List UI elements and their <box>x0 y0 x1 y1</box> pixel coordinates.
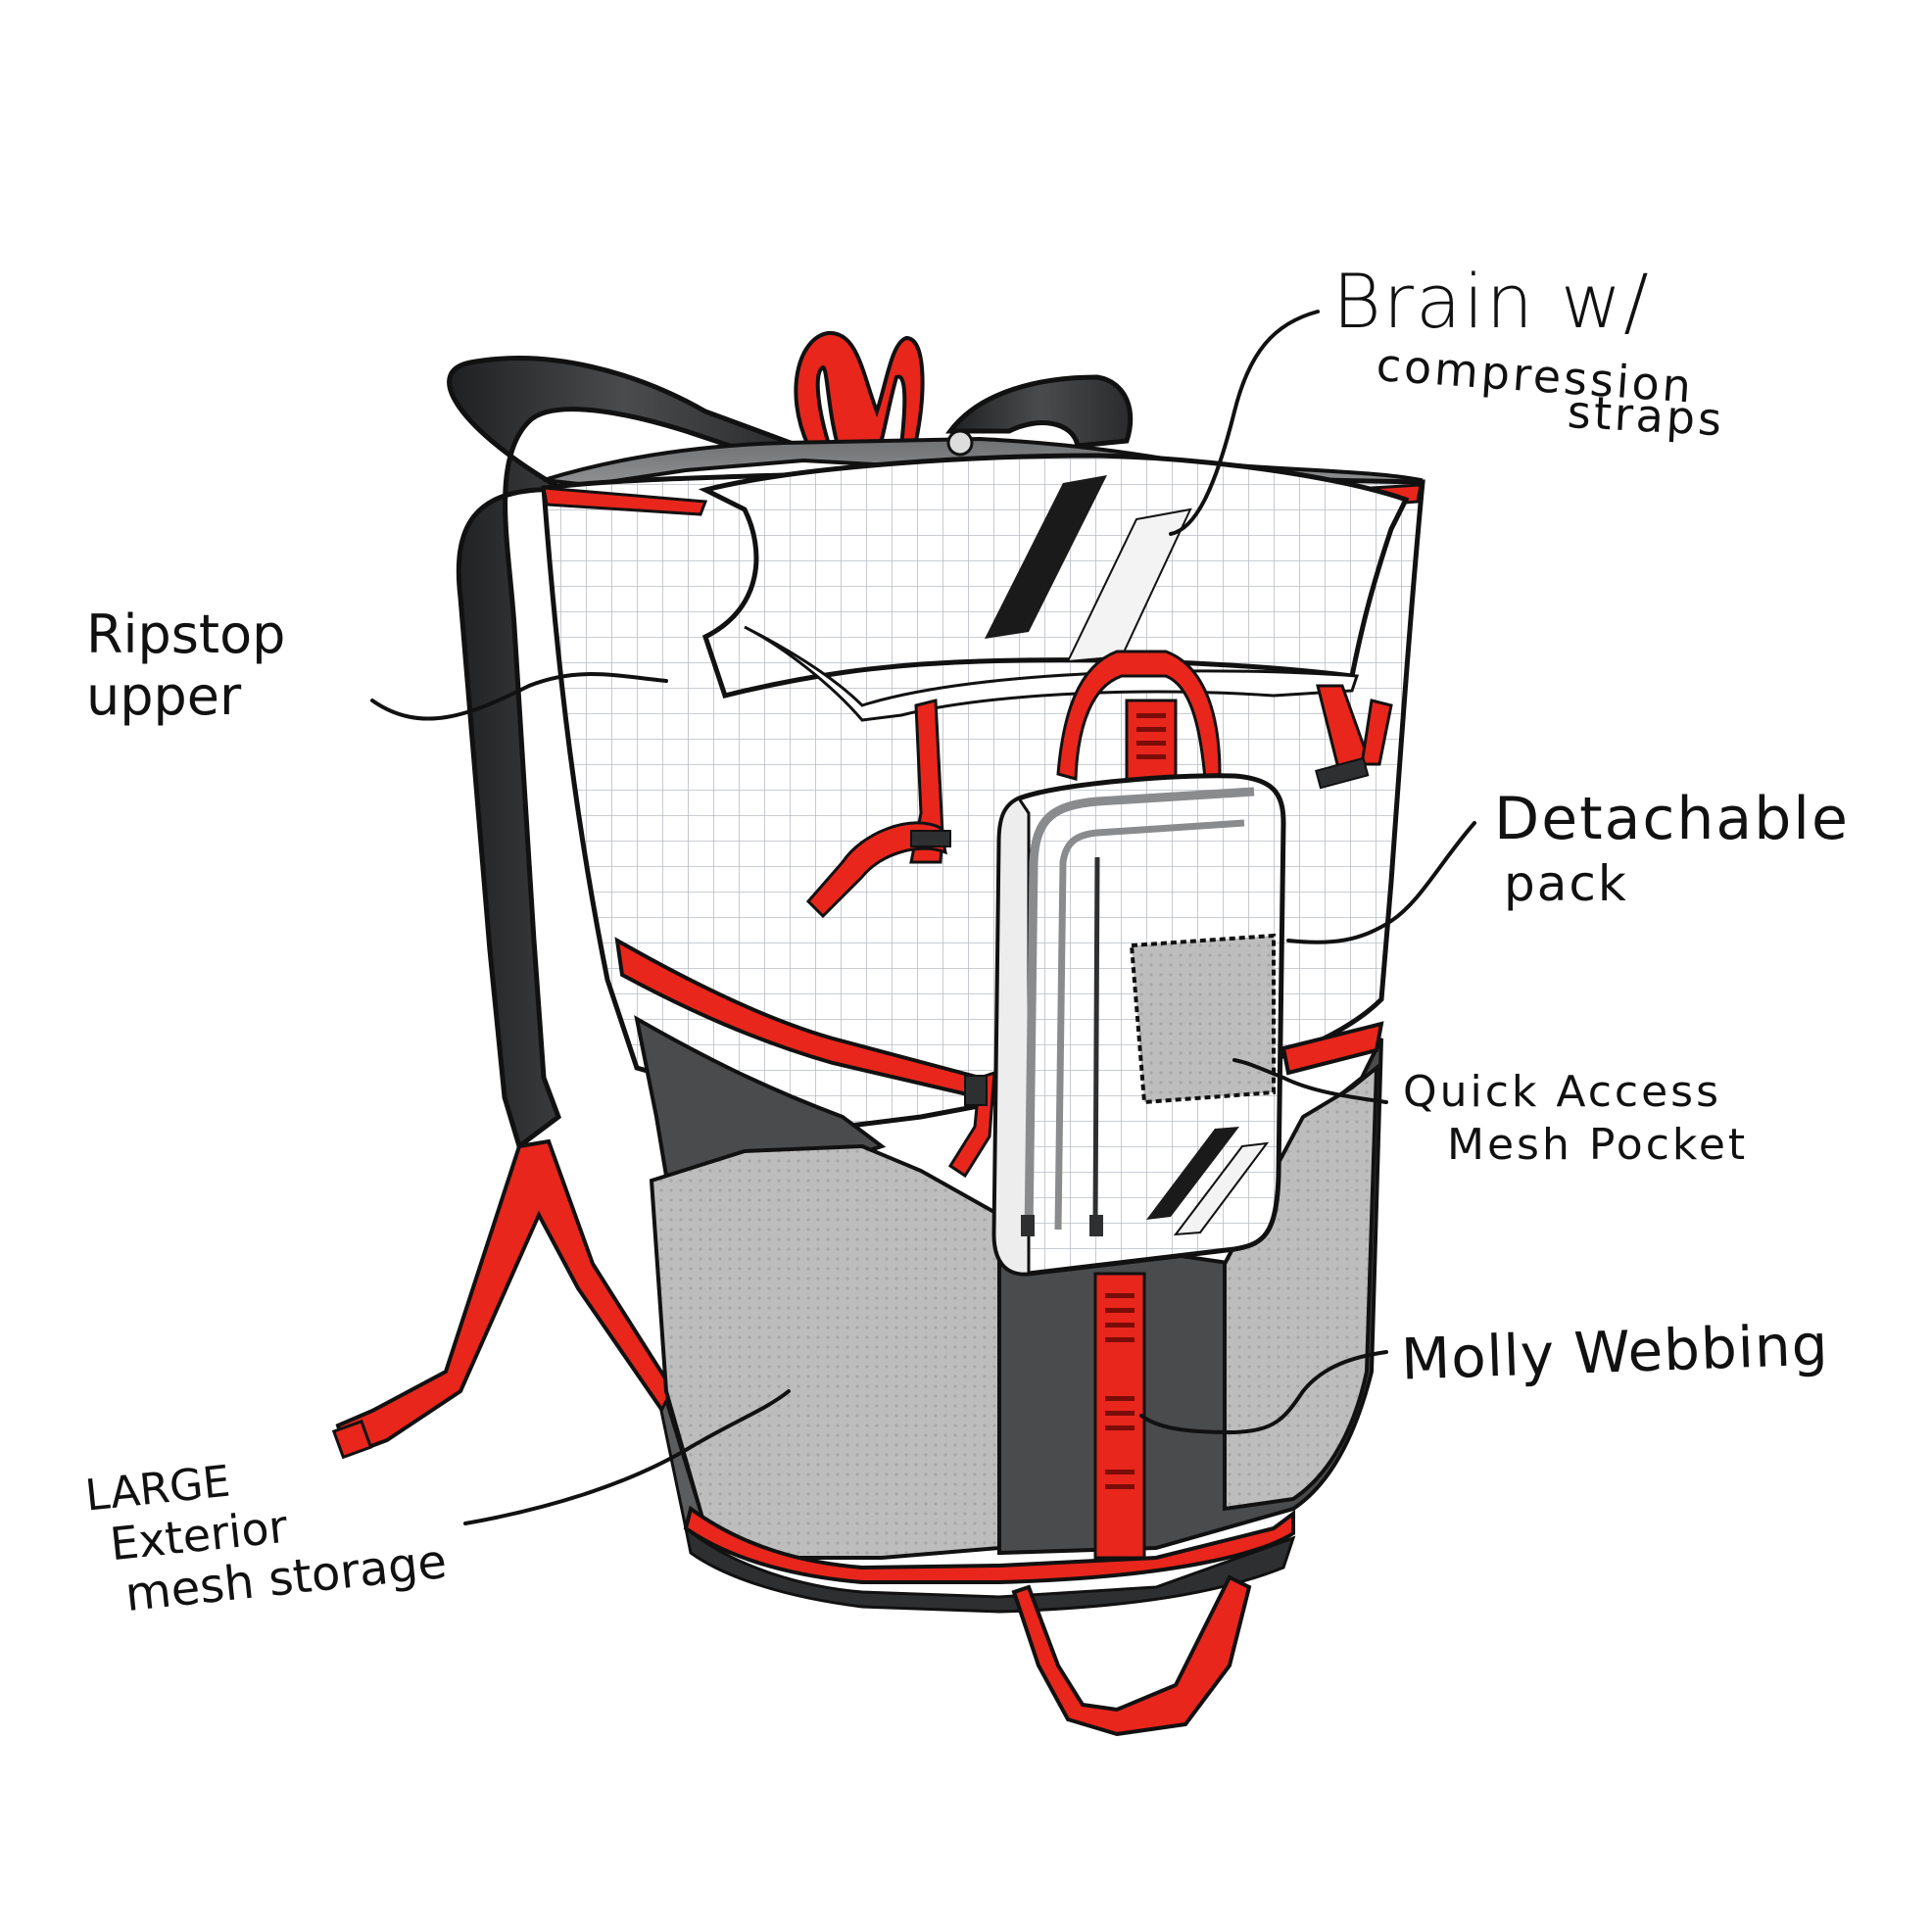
annotation-quick-access-line1: Quick Access <box>1403 1070 1748 1115</box>
annotation-brain-line1: Brain w/ <box>1332 263 1724 341</box>
annotation-ripstop-line1: Ripstop <box>86 607 285 663</box>
annotation-quick-access-line2: Mesh Pocket <box>1447 1123 1748 1168</box>
zipper-pull-b <box>1089 1215 1103 1236</box>
side-buckle <box>965 1076 987 1105</box>
annotation-brain: Brain w/ compression straps <box>1332 263 1724 435</box>
annotation-ripstop-line2: upper <box>86 669 285 725</box>
shoulder-strap-right <box>950 377 1131 446</box>
annotation-molly-line1: Molly Webbing <box>1400 1315 1829 1389</box>
top-grommet <box>948 431 972 455</box>
annotation-detachable-line1: Detachable <box>1494 789 1850 850</box>
annotation-detachable: Detachable pack <box>1494 789 1850 910</box>
strap-webbing-lower <box>338 1141 686 1455</box>
exterior-mesh-storage <box>652 1146 999 1558</box>
zipper-center <box>1095 857 1097 1225</box>
zipper-pull-a <box>1021 1215 1035 1236</box>
detachable-pack-side <box>994 798 1029 1274</box>
annotation-ripstop: Ripstop upper <box>86 607 285 724</box>
annotation-detachable-line2: pack <box>1504 858 1850 910</box>
annotation-molly: Molly Webbing <box>1400 1315 1829 1389</box>
annotation-quick-access: Quick Access Mesh Pocket <box>1403 1070 1748 1168</box>
strap-buckle-left <box>911 831 950 846</box>
quick-access-mesh-pocket <box>1132 936 1274 1102</box>
annotation-brain-line3: straps <box>1567 388 1726 444</box>
